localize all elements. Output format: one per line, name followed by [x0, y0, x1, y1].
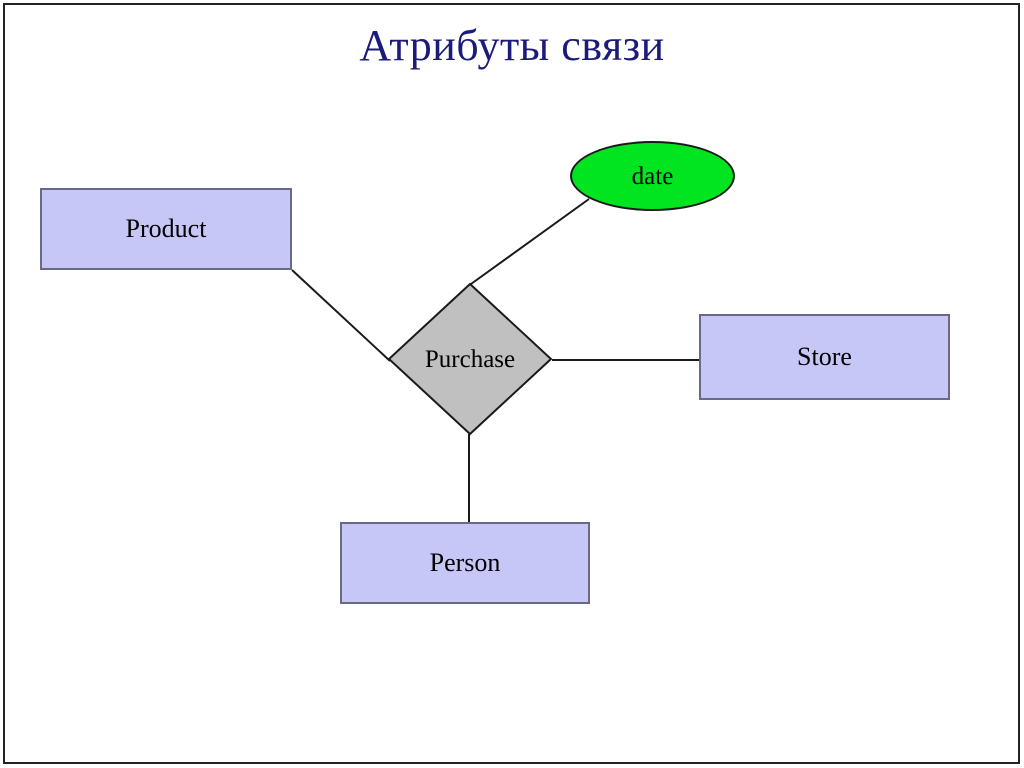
entity-product-label: Product [125, 214, 207, 243]
entity-person-label: Person [429, 548, 501, 577]
connector-purchase-date [470, 198, 590, 285]
entity-product[interactable]: Product [40, 188, 292, 270]
relationship-purchase-label: Purchase [424, 345, 516, 373]
attribute-date[interactable]: date [570, 141, 735, 211]
entity-person[interactable]: Person [340, 522, 590, 604]
entity-store-label: Store [797, 342, 852, 371]
attribute-date-label: date [631, 162, 674, 190]
diamond-shape [387, 282, 553, 436]
connector-product-purchase [291, 269, 391, 362]
page-title: Атрибуты связи [359, 21, 665, 70]
entity-store[interactable]: Store [699, 314, 950, 400]
relationship-purchase[interactable]: Purchase [387, 282, 553, 436]
